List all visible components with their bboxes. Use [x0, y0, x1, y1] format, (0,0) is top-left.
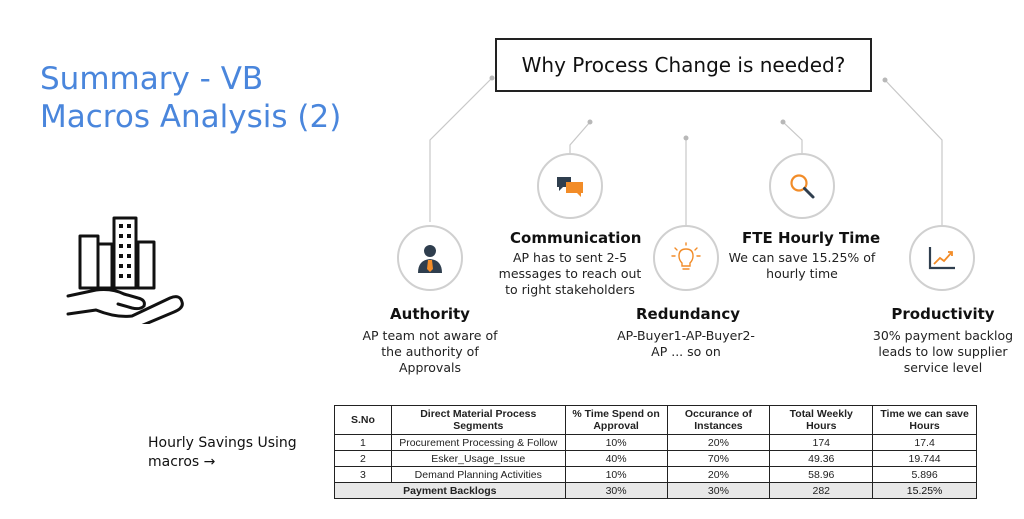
lightbulb-icon	[671, 242, 701, 270]
productivity-desc: 30% payment backlog leads to low supplie…	[872, 328, 1014, 375]
header-sno: S.No	[334, 405, 392, 435]
header-segments: Direct Material Process Segments	[390, 405, 566, 435]
authority-icon-circle	[397, 225, 463, 291]
productivity-icon-circle	[909, 225, 975, 291]
authority-desc: AP team not aware of the authority of Ap…	[362, 328, 498, 375]
header-save-hours: Time we can save Hours	[872, 405, 977, 435]
total-label: Payment Backlogs	[334, 482, 566, 499]
person-tie-icon	[418, 245, 442, 273]
question-text: Why Process Change is needed?	[521, 53, 846, 77]
title-line-2: Macros Analysis (2)	[40, 99, 342, 135]
chat-bubbles-icon	[557, 177, 583, 197]
fte-icon-circle	[769, 153, 835, 219]
productivity-title: Productivity	[891, 305, 995, 323]
authority-title: Authority	[390, 305, 470, 323]
total-savings-highlight: 15.25%	[872, 482, 977, 499]
table-row: 2 Esker_Usage_Issue 40% 70% 49.36 19.744	[334, 450, 977, 467]
communication-icon-circle	[537, 153, 603, 219]
table-row: 1 Procurement Processing & Follow 10% 20…	[334, 434, 977, 451]
redundancy-title: Redundancy	[636, 305, 741, 323]
table-row: 3 Demand Planning Activities 10% 20% 58.…	[334, 466, 977, 483]
communication-desc: AP has to sent 2-5 messages to reach out…	[498, 250, 642, 297]
fte-desc: We can save 15.25% of hourly time	[728, 250, 876, 281]
fte-title: FTE Hourly Time	[742, 229, 881, 247]
line-chart-icon	[928, 247, 955, 270]
hourly-savings-label: Hourly Savings Using macros →	[148, 435, 297, 470]
table-total-row: Payment Backlogs 30% 30% 282 15.25%	[334, 482, 977, 499]
redundancy-icon-circle	[653, 225, 719, 291]
title-line-1: Summary - VB	[40, 61, 264, 97]
question-box: Why Process Change is needed?	[495, 38, 872, 92]
buildings-hand-icon	[66, 214, 190, 330]
header-occurance: Occurance of Instances	[666, 405, 771, 435]
communication-title: Communication	[510, 229, 642, 247]
page-title: Summary - VB Macros Analysis (2)	[40, 60, 370, 136]
magnifier-icon	[790, 174, 815, 199]
table-header-row: S.No Direct Material Process Segments % …	[334, 405, 977, 435]
savings-table: S.No Direct Material Process Segments % …	[334, 405, 977, 499]
redundancy-desc: AP-Buyer1-AP-Buyer2- AP ... so on	[617, 328, 755, 359]
header-time-spend: % Time Spend on Approval	[564, 405, 668, 435]
header-weekly-hours: Total Weekly Hours	[769, 405, 874, 435]
